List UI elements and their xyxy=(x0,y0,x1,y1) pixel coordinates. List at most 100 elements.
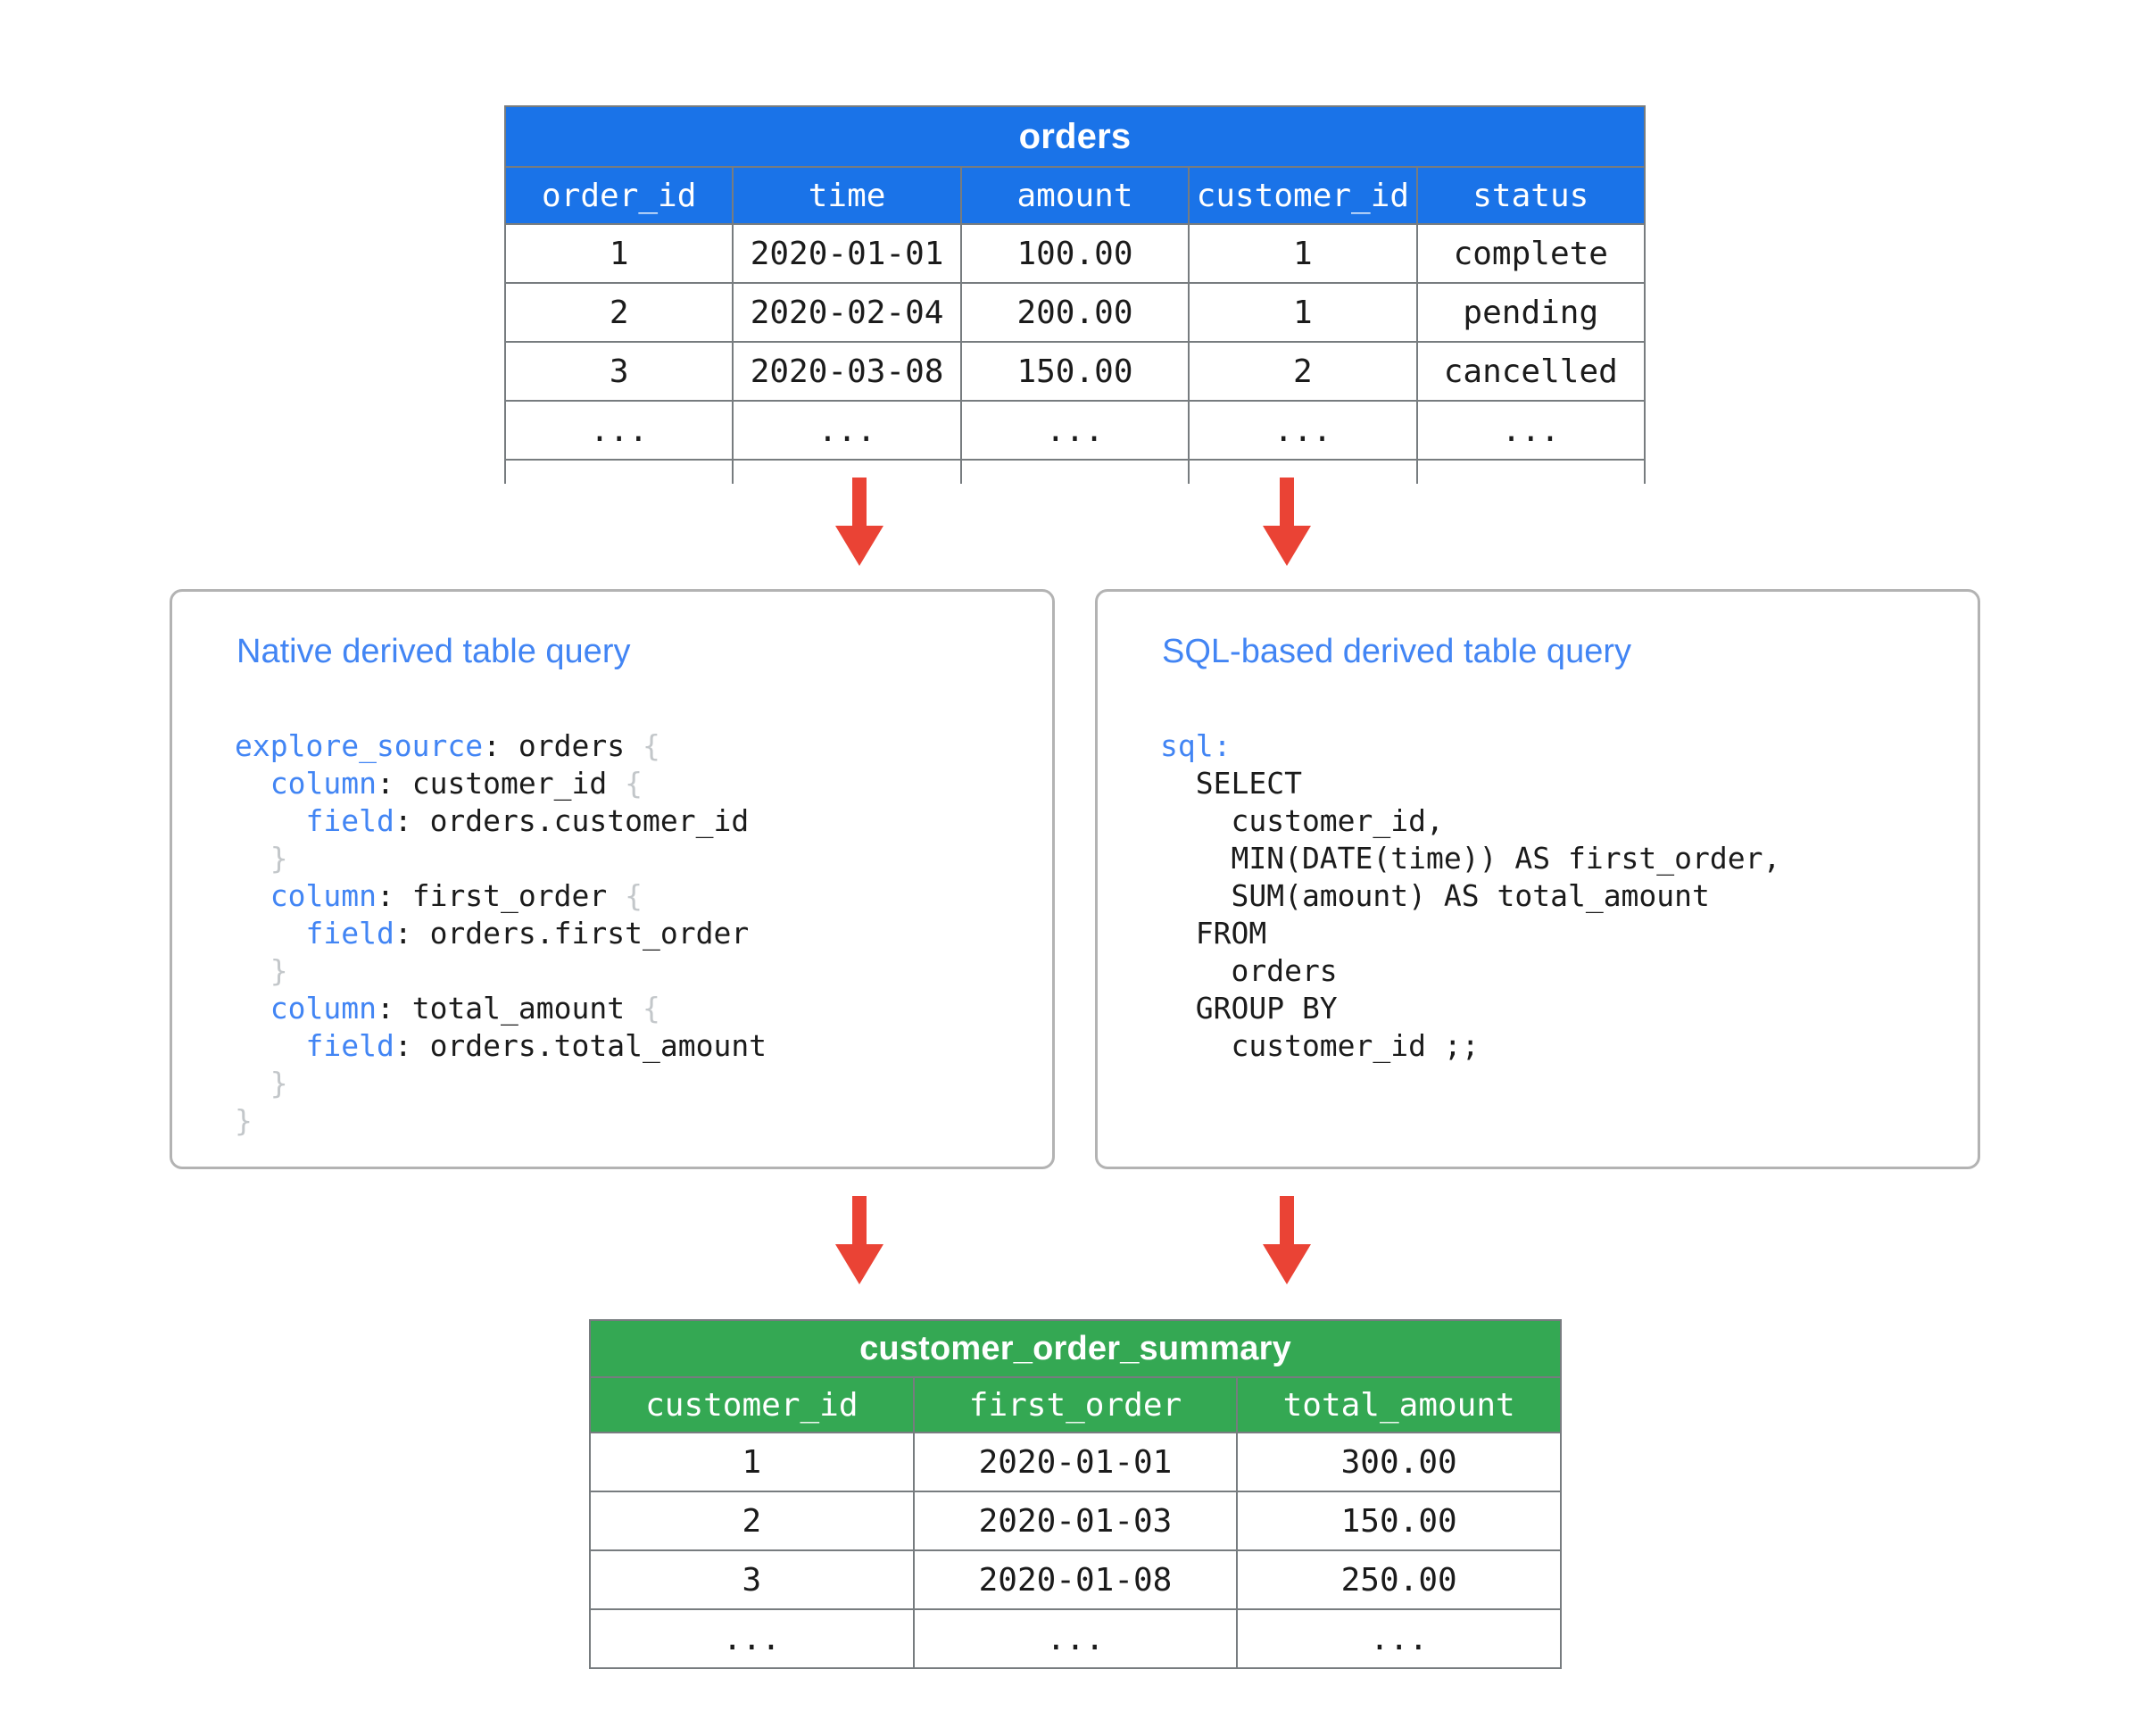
cell: cancelled xyxy=(1415,341,1646,402)
cell: 2020-03-08 xyxy=(732,341,962,402)
code-text: GROUP BY xyxy=(1160,991,1338,1026)
cell xyxy=(503,459,734,484)
customer-order-summary-table: customer_order_summary customer_id first… xyxy=(589,1319,1562,1669)
code-line: GROUP BY xyxy=(1160,990,1780,1027)
code-line: } xyxy=(235,952,767,990)
arrow-shaft xyxy=(1280,1196,1294,1246)
cell: 100.00 xyxy=(959,223,1190,284)
cell: ... xyxy=(503,400,734,461)
code-text xyxy=(235,841,270,876)
code-line: explore_source: orders { xyxy=(235,727,767,765)
cell: ... xyxy=(732,400,962,461)
arrow-shaft xyxy=(852,478,867,527)
code-line: field: orders.first_order xyxy=(235,915,767,952)
arrow-head xyxy=(835,526,883,566)
summary-title-row: customer_order_summary xyxy=(589,1319,1562,1378)
code-text: FROM xyxy=(1160,916,1267,951)
code-text: : orders xyxy=(483,728,643,763)
orders-col-customer-id: customer_id xyxy=(1188,166,1418,225)
summary-table-body: customer_order_summary customer_id first… xyxy=(589,1319,1562,1669)
code-text: orders xyxy=(1160,953,1338,988)
code-keyword: : xyxy=(1213,728,1232,763)
cell: 2 xyxy=(503,282,734,343)
code-text: : customer_id xyxy=(376,766,626,801)
cell xyxy=(959,459,1190,484)
code-text xyxy=(235,916,305,951)
cell: 150.00 xyxy=(1236,1491,1562,1551)
table-row: 2 2020-01-03 150.00 xyxy=(589,1491,1562,1551)
cell: 2020-01-01 xyxy=(732,223,962,284)
code-brace: } xyxy=(270,1066,288,1101)
code-text: customer_id ;; xyxy=(1160,1028,1480,1063)
arrow-head xyxy=(1263,526,1311,566)
sql-panel-title: SQL-based derived table query xyxy=(1162,633,1631,670)
code-line: customer_id, xyxy=(1160,802,1780,840)
code-line: } xyxy=(235,840,767,877)
code-keyword: field xyxy=(305,803,394,838)
arrow-shaft xyxy=(852,1196,867,1246)
cell: 2 xyxy=(589,1491,915,1551)
table-row: 1 2020-01-01 300.00 xyxy=(589,1432,1562,1492)
code-line: column: total_amount { xyxy=(235,990,767,1027)
code-text: : orders.first_order xyxy=(394,916,750,951)
code-line: orders xyxy=(1160,952,1780,990)
arrow-down-icon-orders-to-native xyxy=(835,478,883,566)
arrow-head xyxy=(835,1244,883,1284)
summary-header-row: customer_id first_order total_amount xyxy=(589,1376,1562,1433)
code-brace: { xyxy=(625,878,643,913)
native-derived-table-panel: Native derived table query explore_sourc… xyxy=(170,589,1055,1169)
code-line: column: customer_id { xyxy=(235,765,767,802)
code-text: customer_id, xyxy=(1160,803,1444,838)
code-text xyxy=(235,1028,305,1063)
cell xyxy=(1188,459,1418,484)
arrow-down-icon-sql-to-summary xyxy=(1263,1196,1311,1284)
code-brace: } xyxy=(270,953,288,988)
native-panel-title: Native derived table query xyxy=(236,633,631,670)
cell xyxy=(732,459,962,484)
code-text: SELECT xyxy=(1160,766,1302,801)
code-line: } xyxy=(235,1065,767,1102)
cell: 2 xyxy=(1188,341,1418,402)
code-brace: } xyxy=(270,841,288,876)
cell: ... xyxy=(1236,1608,1562,1669)
cell xyxy=(1415,459,1646,484)
code-brace: { xyxy=(642,991,660,1026)
arrow-head xyxy=(1263,1244,1311,1284)
cell: complete xyxy=(1415,223,1646,284)
code-line: column: first_order { xyxy=(235,877,767,915)
code-line: } xyxy=(235,1102,767,1140)
code-line: MIN(DATE(time)) AS first_order, xyxy=(1160,840,1780,877)
code-brace: } xyxy=(235,1103,253,1138)
code-text: SUM(amount) AS total_amount xyxy=(1160,878,1710,913)
code-text xyxy=(235,1066,270,1101)
sql-derived-table-panel: SQL-based derived table query sql: SELEC… xyxy=(1095,589,1980,1169)
summary-col-total-amount: total_amount xyxy=(1236,1376,1562,1433)
code-brace: { xyxy=(625,766,643,801)
cell: 1 xyxy=(589,1432,915,1492)
table-row-ellipsis: ... ... ... xyxy=(589,1608,1562,1669)
table-row: 2 2020-02-04 200.00 1 pending xyxy=(503,282,1646,343)
code-keyword: explore_source xyxy=(235,728,484,763)
cell: ... xyxy=(1188,400,1418,461)
cell: 1 xyxy=(1188,282,1418,343)
cell: 2020-01-03 xyxy=(912,1491,1239,1551)
code-line: sql: xyxy=(1160,727,1780,765)
cell: 150.00 xyxy=(959,341,1190,402)
arrow-down-icon-native-to-summary xyxy=(835,1196,883,1284)
cell: ... xyxy=(1415,400,1646,461)
sql-code-block: sql: SELECT customer_id, MIN(DATE(time))… xyxy=(1160,727,1780,1065)
code-keyword: column xyxy=(270,878,377,913)
code-line: customer_id ;; xyxy=(1160,1027,1780,1065)
code-text xyxy=(235,953,270,988)
orders-col-time: time xyxy=(732,166,962,225)
table-row-ellipsis: ... ... ... ... ... xyxy=(503,400,1646,461)
summary-table-title: customer_order_summary xyxy=(589,1319,1562,1378)
orders-col-status: status xyxy=(1415,166,1646,225)
code-line: SUM(amount) AS total_amount xyxy=(1160,877,1780,915)
native-code-block: explore_source: orders { column: custome… xyxy=(235,727,767,1140)
cell: 1 xyxy=(1188,223,1418,284)
table-row: 3 2020-03-08 150.00 2 cancelled xyxy=(503,341,1646,402)
cell: 200.00 xyxy=(959,282,1190,343)
code-text xyxy=(235,878,270,913)
